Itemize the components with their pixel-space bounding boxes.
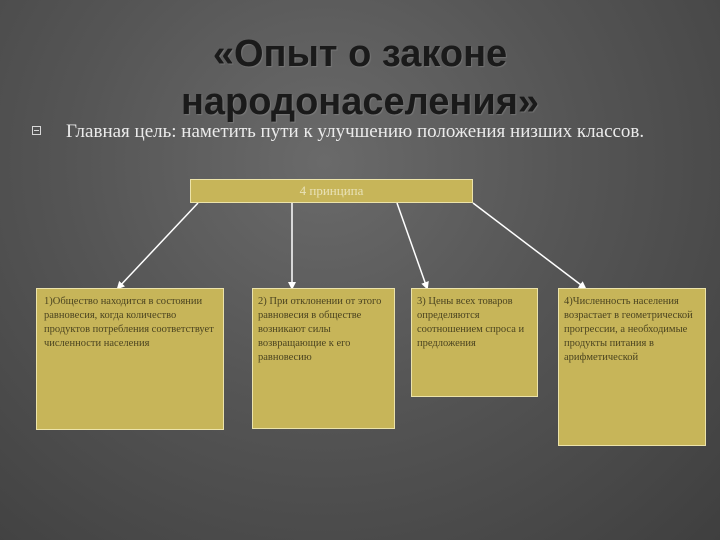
principle-box-2: 2) При отклонении от этого равновесия в … [252, 288, 395, 429]
principle-box-1: 1)Общество находится в состоянии равнове… [36, 288, 224, 430]
slide-title-line-1: «Опыт о законе [212, 33, 508, 75]
arrow-to-principle-4 [472, 202, 587, 290]
principles-header-box: 4 принципа [190, 179, 473, 203]
slide-title: «Опыт о законе народонаселения» [0, 30, 720, 126]
arrow-to-principle-1 [116, 202, 199, 290]
slide-title-line-2: народонаселения» [180, 81, 540, 123]
principle-box-4: 4)Численность населения возрастает в гео… [558, 288, 706, 446]
arrow-to-principle-3 [396, 202, 429, 290]
main-goal-text: Главная цель: наметить пути к улучшению … [66, 121, 645, 142]
principle-box-3: 3) Цены всех товаров определяются соотно… [411, 288, 538, 397]
square-bullet-icon [32, 126, 41, 135]
